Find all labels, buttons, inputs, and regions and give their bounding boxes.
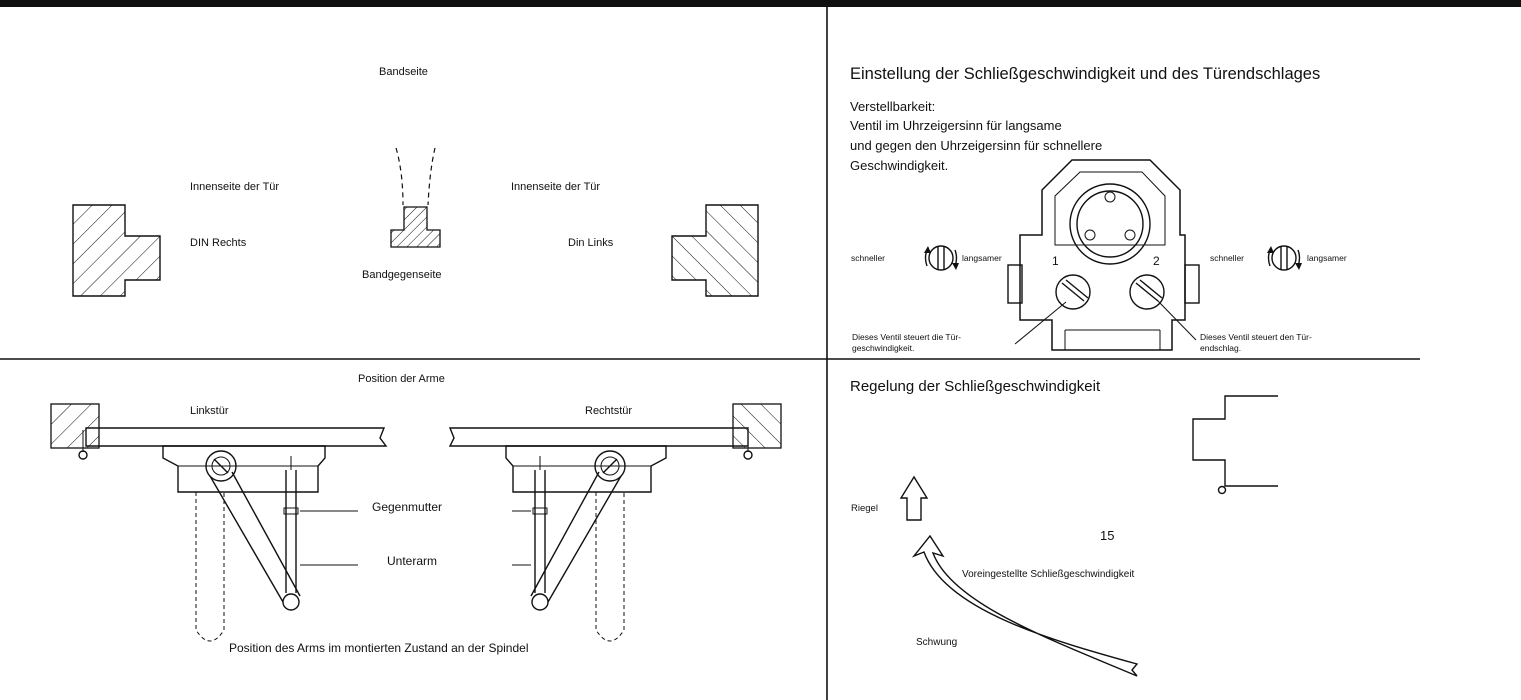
slower-left-label: langsamer [962,253,1002,263]
page-number: 15 [1100,528,1114,543]
right-door-leaf [448,427,749,447]
right-upper-arm [530,471,622,603]
rotation-dial-left [928,245,954,271]
ccw-arrow-right-head [1267,246,1274,253]
arm-position-diagram: Position der Arme Linkstür Rechtstür Geg… [50,373,782,655]
closer-inner-octagon [1054,171,1166,246]
right-closer-body [505,445,667,493]
door-swing-dashed [395,147,404,206]
left-spindle-inner [211,456,231,476]
valve-2-slot-2 [1139,279,1163,299]
piston-hole-right [1124,229,1136,241]
right-dashed-arm [595,492,625,642]
piston-outer [1069,183,1151,265]
top-border [0,0,1521,7]
arm-caption: Position des Arms im montierten Zustand … [229,641,528,655]
door-hand-diagram: Bandseite Innenseite der Tür Innenseite … [72,66,759,297]
rotation-dial-right [1271,245,1297,271]
left-upper-arm [209,471,301,603]
left-door-leaf [85,427,388,447]
right-spindle [594,450,626,482]
adjust-line-3: und gegen den Uhrzeigersinn für schnelle… [850,138,1102,153]
left-arm-joint [282,593,300,611]
right-spindle-inner [600,456,620,476]
band-side-label: Bandseite [379,66,428,78]
preset-speed-label: Voreingestellte Schließgeschwindigkeit [962,569,1135,580]
center-profile [390,206,441,248]
band-opposite-label: Bandgegenseite [362,269,442,281]
closer-body [1019,159,1186,351]
left-lock-nut [283,507,299,515]
piston-hole-top [1104,191,1116,203]
right-lock-nut [532,507,548,515]
valve-1-note-1: Dieses Ventil steuert die Tür- [852,332,961,342]
valve-2-leader [1156,299,1197,341]
valve-2-note-1: Dieses Ventil steuert den Tür- [1200,332,1312,342]
left-closer-body [162,445,326,493]
door-swing-dashed-2 [427,147,436,206]
left-spindle-slot [213,458,229,474]
left-hinge [78,450,88,460]
faster-left-label: schneller [851,253,885,263]
right-boss [1184,264,1200,304]
right-spindle-slot [602,458,618,474]
valve-1 [1055,274,1091,310]
adjust-line-4: Geschwindigkeit. [850,158,948,173]
inner-side-right-label: Innenseite der Tür [511,181,600,193]
valve-1-note-2: geschwindigkeit. [852,343,914,353]
right-door-label: Rechtstür [585,405,632,417]
valve-adjustment: Einstellung der Schließgeschwindigkeit u… [850,65,1347,353]
piston-inner [1076,190,1144,258]
arm-position-title: Position der Arme [358,373,445,385]
inner-side-left-label: Innenseite der Tür [190,181,279,193]
right-lower-arm [534,470,546,593]
latch-label: Riegel [851,503,878,514]
left-lower-arm [285,470,297,593]
left-frame [50,403,100,449]
slower-right-label: langsamer [1307,253,1347,263]
cw-arrow-right-head [1295,263,1302,270]
latch-arrow-icon [899,475,929,521]
din-left-label: Din Links [568,237,614,249]
frame-hinge [1217,485,1227,495]
valve-1-number: 1 [1052,254,1059,268]
din-right-label: DIN Rechts [190,237,247,249]
adjust-title: Einstellung der Schließgeschwindigkeit u… [850,65,1320,83]
regulation-title: Regelung der Schließgeschwindigkeit [850,378,1101,395]
valve-1-slot-2 [1065,279,1089,299]
left-boss [1007,264,1023,304]
adjust-line-1: Verstellbarkeit: [850,99,935,114]
ccw-arrow-head [924,246,931,253]
faster-right-label: schneller [1210,253,1244,263]
adjust-line-2: Ventil im Uhrzeigersinn für langsame [850,118,1062,133]
lower-arm-label: Unterarm [387,554,437,568]
left-door-label: Linkstür [190,405,229,417]
swing-arrow-icon [911,534,1139,677]
din-right-profile [72,204,161,297]
cw-arrow-head [952,263,959,270]
lock-nut-label: Gegenmutter [372,500,442,514]
left-spindle [205,450,237,482]
valve-2-slot [1135,282,1159,302]
valve-2-number: 2 [1153,254,1160,268]
right-arm-joint [531,593,549,611]
swing-label: Schwung [916,637,957,648]
valve-2 [1129,274,1165,310]
frame-profile [1192,395,1278,487]
right-hinge [743,450,753,460]
piston-hole-left [1084,229,1096,241]
din-left-profile [671,204,759,297]
left-dashed-arm [195,492,225,642]
valve-1-leader [1014,301,1067,345]
valve-2-note-2: endschlag. [1200,343,1241,353]
speed-regulation-diagram: Regelung der Schließgeschwindigkeit Rieg… [850,378,1278,677]
valve-1-slot [1061,282,1085,302]
right-frame [732,403,782,449]
